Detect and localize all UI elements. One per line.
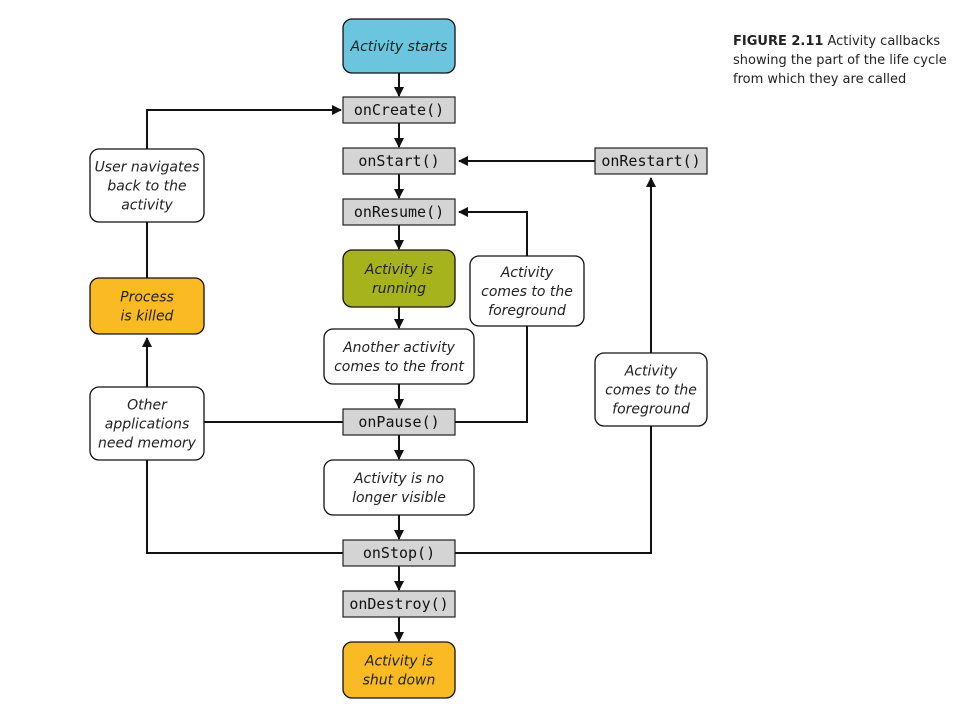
node-foreground-1: Activity comes to the foreground — [469, 255, 585, 327]
on-resume-label: onResume() — [354, 203, 444, 221]
edge-navigates-to-create — [146, 105, 342, 149]
foreground-1-label: comes to the — [481, 284, 573, 300]
foreground-1-label: foreground — [488, 303, 566, 319]
no-longer-visible-label: Activity is no — [353, 471, 444, 487]
activity-starts-box — [342, 18, 456, 74]
node-on-resume: onResume() — [342, 198, 456, 226]
node-user-navigates: User navigates back to the activity — [89, 148, 205, 223]
no-longer-visible-label: longer visible — [352, 490, 446, 506]
node-on-pause: onPause() — [342, 408, 456, 436]
shut-down-box — [342, 641, 456, 699]
another-activity-box — [323, 328, 475, 385]
node-on-destroy: onDestroy() — [342, 590, 456, 618]
process-killed-label: Process — [120, 290, 174, 306]
connectors — [142, 73, 656, 642]
activity-starts-label: Activity starts — [350, 39, 448, 55]
node-other-apps: Other applications need memory — [89, 386, 205, 461]
user-navigates-label: activity — [121, 198, 173, 214]
user-navigates-label: User navigates — [95, 160, 200, 176]
on-create-box — [342, 96, 456, 124]
node-foreground-2: Activity comes to the foreground — [594, 352, 708, 427]
on-stop-box — [342, 539, 456, 567]
on-pause-label: onPause() — [358, 413, 439, 431]
node-on-create: onCreate() — [342, 96, 456, 124]
process-killed-label: is killed — [121, 309, 174, 325]
another-activity-label: comes to the front — [334, 359, 464, 375]
activity-running-box — [342, 249, 456, 308]
user-navigates-label: back to the — [107, 179, 186, 195]
on-stop-label: onStop() — [363, 544, 435, 562]
other-apps-label: Other — [127, 398, 168, 414]
node-process-killed: Process is killed — [89, 277, 205, 335]
on-start-label: onStart() — [358, 152, 439, 170]
node-activity-starts: Activity starts — [342, 18, 456, 74]
edge-stop-to-foreground2 — [455, 426, 652, 554]
on-destroy-box — [342, 590, 456, 618]
figure-label: FIGURE 2.11 — [733, 34, 824, 49]
node-no-longer-visible: Activity is no longer visible — [323, 459, 475, 516]
foreground-2-label: foreground — [612, 402, 690, 418]
edge-foreground1-to-resume — [458, 207, 528, 256]
edge-pause-to-foreground1 — [455, 326, 528, 423]
other-apps-box — [89, 386, 205, 461]
shut-down-label: Activity is — [364, 654, 433, 670]
on-create-label: onCreate() — [354, 101, 444, 119]
on-restart-box — [594, 147, 708, 175]
activity-running-label: running — [372, 281, 426, 297]
another-activity-label: Another activity — [342, 340, 456, 356]
node-shut-down: Activity is shut down — [342, 641, 456, 699]
node-on-stop: onStop() — [342, 539, 456, 567]
activity-running-label: Activity is — [364, 262, 433, 278]
user-navigates-box — [89, 148, 205, 223]
on-restart-label: onRestart() — [601, 152, 700, 170]
shut-down-label: shut down — [363, 673, 436, 689]
foreground-2-box — [594, 352, 708, 427]
on-pause-box — [342, 408, 456, 436]
node-on-restart: onRestart() — [594, 147, 708, 175]
on-destroy-label: onDestroy() — [349, 595, 448, 613]
figure-caption-text: Activity callbacks showing the part of t… — [733, 34, 947, 87]
other-apps-label: need memory — [98, 436, 197, 452]
foreground-1-box — [469, 255, 585, 327]
foreground-2-label: comes to the — [605, 383, 697, 399]
node-activity-running: Activity is running — [342, 249, 456, 308]
no-longer-visible-box — [323, 459, 475, 516]
process-killed-box — [89, 277, 205, 335]
node-another-activity: Another activity comes to the front — [323, 328, 475, 385]
on-start-box — [342, 147, 456, 175]
other-apps-label: applications — [105, 417, 190, 433]
edge-stop-to-otherapps — [146, 460, 343, 554]
on-resume-box — [342, 198, 456, 226]
foreground-1-label: Activity — [500, 265, 554, 281]
node-on-start: onStart() — [342, 147, 456, 175]
foreground-2-label: Activity — [624, 364, 678, 380]
